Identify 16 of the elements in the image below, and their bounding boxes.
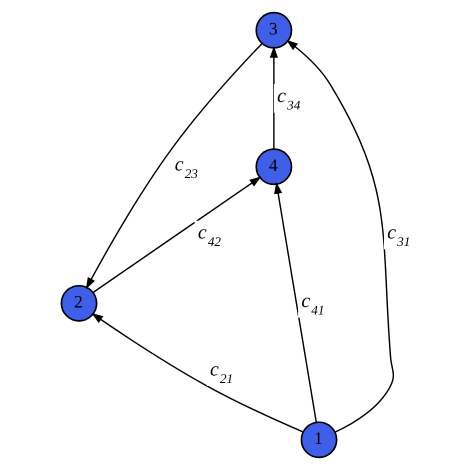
edge-label: c$_{42}$	[198, 222, 222, 250]
node-circle: 4	[255, 148, 292, 186]
node-circle: 1	[300, 421, 338, 458]
edge-label: c$_{23}$	[174, 153, 198, 181]
arrow	[274, 182, 317, 422]
edge-label: c$_{21}$	[210, 358, 234, 386]
node-circle: 3	[255, 12, 292, 49]
arrow	[86, 42, 263, 290]
edge-label: c$_{34}$	[277, 85, 300, 113]
arrow	[286, 40, 394, 433]
edge-label: c$_{31}$	[387, 222, 410, 250]
node-circle: 2	[60, 284, 98, 322]
arrow	[92, 176, 262, 294]
arrow	[270, 46, 278, 149]
edge-label: c$_{41}$	[301, 290, 325, 318]
arrow	[91, 313, 304, 433]
